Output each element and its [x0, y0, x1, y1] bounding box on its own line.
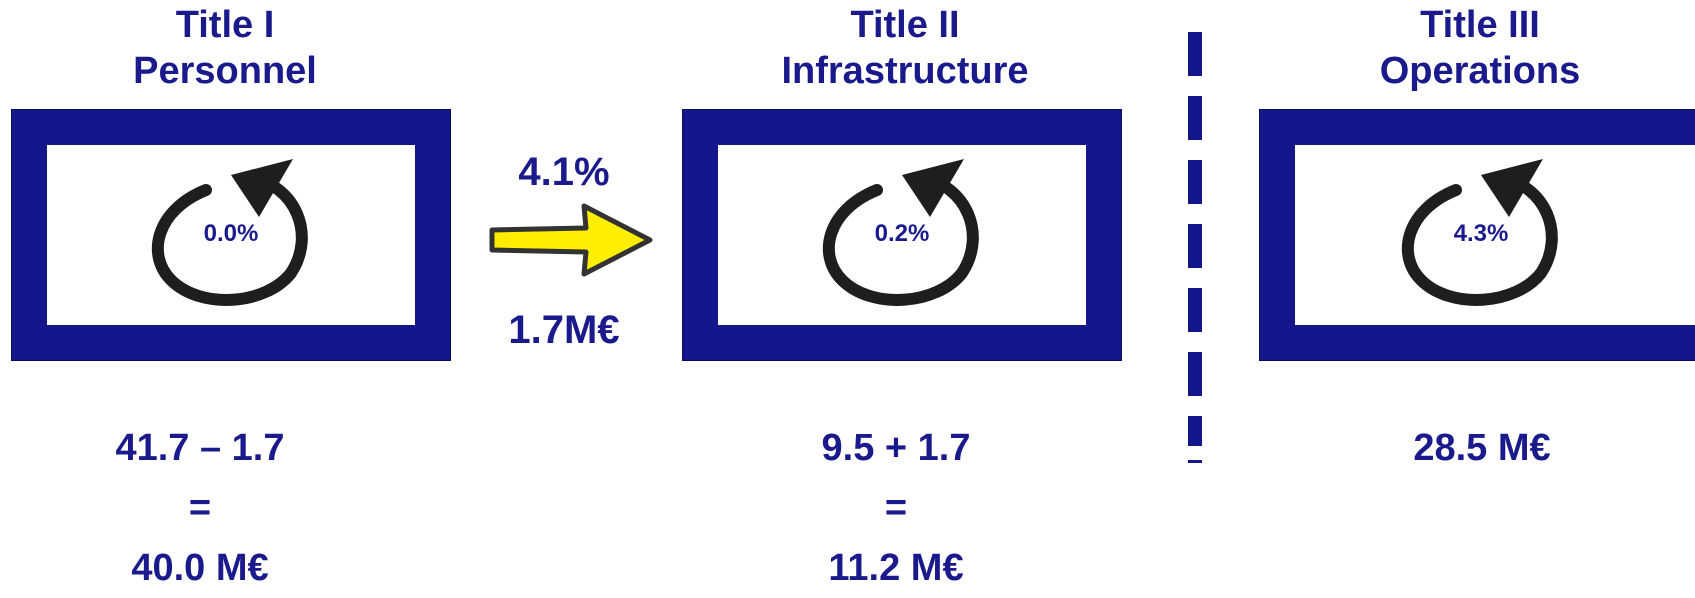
title-3-box-inner: 4.3%	[1295, 145, 1695, 325]
title-3-cycle: 4.3%	[1381, 155, 1581, 315]
title-2-percent: 0.2%	[874, 220, 930, 247]
title-3-percent: 4.3%	[1453, 220, 1509, 247]
title-2-cycle: 0.2%	[802, 155, 1002, 315]
title-3-calculation: 28.5 M€	[1262, 418, 1695, 478]
title-2-box-inner: 0.2%	[718, 145, 1086, 325]
title-2-calc-line-1: 9.5 + 1.7	[821, 427, 971, 469]
circular-arrow-icon	[151, 159, 308, 306]
title-2-box: 0.2%	[682, 109, 1122, 361]
circular-arrow-icon	[1401, 159, 1558, 306]
title-3-box: 4.3%	[1259, 109, 1695, 361]
title-1-calc-line-2: =	[188, 487, 212, 529]
title-1-calc-line-3: 40.0 M€	[131, 547, 269, 589]
title-1-heading: Title I Personnel	[5, 2, 445, 94]
circular-arrow-icon	[822, 159, 979, 306]
title-1-cycle: 0.0%	[131, 155, 331, 315]
title-3-heading: Title III Operations	[1260, 2, 1695, 94]
title-1-calculation: 41.7 – 1.7 = 40.0 M€	[0, 418, 420, 598]
title-2-calc-line-3: 11.2 M€	[828, 547, 964, 589]
transfer-percent: 4.1%	[518, 150, 610, 194]
title-2-name: Infrastructure	[781, 50, 1029, 92]
title-1-percent: 0.0%	[203, 220, 259, 247]
title-3-calc-line-1: 28.5 M€	[1413, 427, 1551, 469]
title-2-heading: Title II Infrastructure	[685, 2, 1125, 94]
transfer-amount: 1.7M€	[508, 308, 620, 352]
title-1-calc-line-1: 41.7 – 1.7	[115, 427, 285, 469]
title-1-number: Title I	[175, 4, 275, 46]
title-2-calculation: 9.5 + 1.7 = 11.2 M€	[676, 418, 1116, 598]
title-3-name: Operations	[1379, 50, 1581, 92]
title-3-number: Title III	[1420, 4, 1540, 46]
title-1-box-inner: 0.0%	[47, 145, 415, 325]
title-1-name: Personnel	[133, 50, 317, 92]
right-arrow-icon	[489, 203, 653, 277]
title-1-box: 0.0%	[11, 109, 451, 361]
title-2-number: Title II	[850, 4, 960, 46]
title-2-calc-line-2: =	[884, 487, 908, 529]
